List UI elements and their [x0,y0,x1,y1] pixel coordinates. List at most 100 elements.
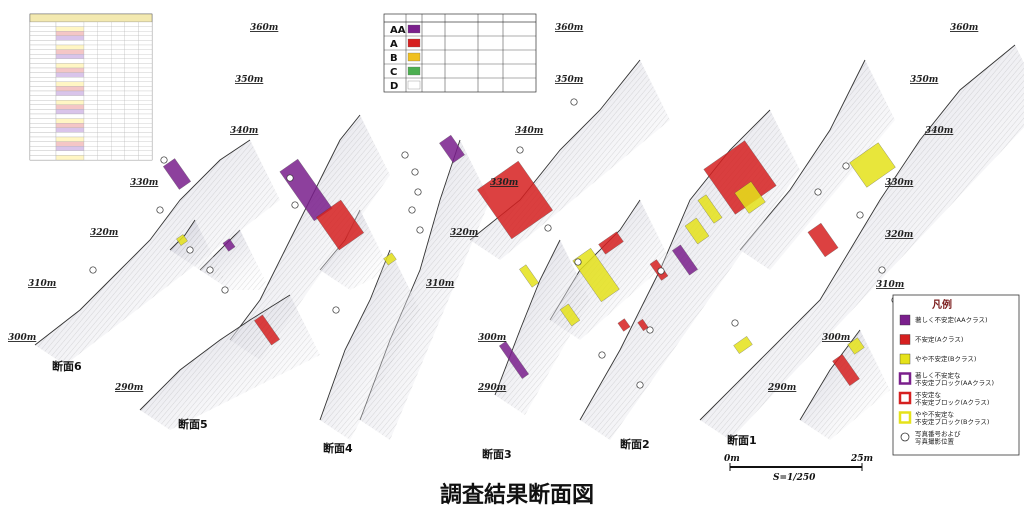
instability-block [316,199,364,251]
instability-block [617,318,631,332]
summary-table [29,13,153,161]
photo-position-marker [657,267,665,275]
legend-label: 不安定ブロック(Aクラス) [915,398,989,407]
legend-photo-icon [900,432,910,442]
scale-bar: 0m 25m S=1/250 [724,454,873,483]
legend-swatch [898,411,912,424]
photo-position-marker [221,286,229,294]
legend-label: やや不安定(Bクラス) [915,354,976,363]
photo-position-marker [411,168,419,176]
elevation-label: 310m [876,280,904,290]
section-label: 断面6 [52,359,82,373]
photo-position-marker [156,206,164,214]
instability-block [684,217,710,245]
elevation-label: 330m [490,178,518,188]
photo-position-marker [186,246,194,254]
section-label: 断面1 [727,433,757,447]
ground-profile-line [739,59,866,251]
instability-block [163,158,191,190]
section-label: 断面2 [620,437,650,451]
elevation-label: 320m [450,228,478,238]
legend-label: 不安定(Aクラス) [915,335,963,344]
class-label-b: B [390,53,398,64]
elevation-label: 340m [230,126,258,136]
class-label-aa: AA [390,25,406,36]
elevation-label: 360m [250,23,278,33]
instability-block [254,314,280,346]
instability-block [477,160,553,240]
instability-block [499,341,529,379]
instability-block [637,318,649,332]
photo-position-marker [646,326,654,334]
elevation-label: 300m [822,333,850,343]
instability-block [383,252,397,266]
photo-position-marker [401,151,409,159]
instability-block [734,181,766,214]
class-label-c: C [390,67,397,78]
class-label-d: D [390,81,398,92]
legend-label: 不安定な [915,390,942,399]
elevation-label: 340m [925,126,953,136]
instability-block [598,231,624,255]
photo-position-marker [291,201,299,209]
legend-label: 写真撮影位置 [915,437,955,446]
instability-block [572,248,620,302]
photo-position-marker [598,351,606,359]
elevation-label: 340m [515,126,543,136]
photo-position-marker [416,226,424,234]
elevation-label: 310m [28,279,56,289]
elevation-label: 300m [8,333,36,343]
legend-swatch [898,391,912,405]
scale-right-label: 25m [850,454,873,464]
scale-left-label: 0m [724,454,740,464]
photo-position-marker [814,188,822,196]
instability-block [807,222,839,258]
photo-position-marker [878,266,886,274]
page-title: 調査結果断面図 [440,482,594,508]
photo-position-marker [160,156,168,164]
photo-position-marker [731,319,739,327]
photo-position-marker [408,206,416,214]
instability-block [672,244,698,276]
ground-profile-line [699,44,1016,421]
legend-swatch [899,334,911,345]
elevation-label: 350m [555,75,583,85]
instability-block [559,303,581,327]
photo-position-marker [286,174,294,182]
legend-label: 不安定ブロック(Bクラス) [915,417,989,426]
photo-position-marker [636,381,644,389]
instability-block [439,134,465,164]
elevation-label: 300m [478,333,506,343]
legend-label: 写真番号および [915,429,961,438]
ground-profile-line [34,139,251,346]
elevation-label: 330m [885,178,913,188]
elevation-label: 310m [426,279,454,289]
legend: 凡例 著しく不安定(AAクラス)不安定(Aクラス)やや不安定(Bクラス)著しく不… [892,294,1020,456]
legend-label: 著しく不安定な [915,371,961,380]
section-label: 断面5 [178,417,208,431]
section-label: 断面3 [482,447,512,461]
photo-position-marker [414,188,422,196]
photo-position-marker [574,258,582,266]
photo-position-marker [856,211,864,219]
instability-block [847,337,865,355]
elevation-label: 350m [235,75,263,85]
legend-label: 不安定ブロック(AAクラス) [915,378,994,387]
instability-block [222,238,236,252]
instability-block [519,264,539,288]
instability-block [697,194,723,224]
instability-block [849,142,896,188]
ground-profile-line [169,219,196,251]
legend-swatch [899,314,911,326]
ground-profile-line [579,109,771,421]
legend-swatch [898,372,912,385]
legend-title: 凡例 [932,298,952,311]
elevation-label: 320m [885,230,913,240]
photo-position-marker [544,224,552,232]
elevation-label: 360m [950,23,978,33]
photo-position-marker [570,98,578,106]
legend-label: やや不安定な [915,410,955,419]
slope-profiles [34,44,1024,440]
ground-profile-line [229,114,361,341]
